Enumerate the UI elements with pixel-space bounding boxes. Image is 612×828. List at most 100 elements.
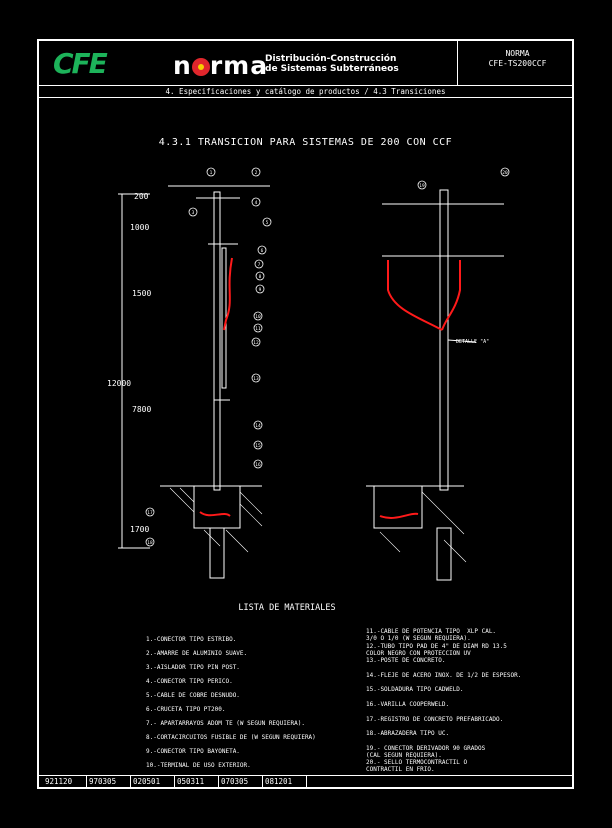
callout-number: 4 [255,200,258,206]
subheader-divider [39,97,572,98]
callout-bubble [145,537,155,547]
right-red-cable-b [441,260,461,331]
callout-number: 2 [255,170,258,176]
callout-bubble [188,207,198,217]
callout-bubble [253,440,263,450]
revision-divider [306,775,307,789]
callout-bubble [253,459,263,469]
revision-divider [174,775,175,789]
callout-number: 13 [253,376,259,382]
callout-number: 8 [259,274,262,280]
dimension-label: 1500 [132,289,151,298]
left-pole [213,191,221,491]
callout-bubble [255,271,265,281]
callout-number: 5 [266,220,269,226]
revision-date: 020501 [133,777,161,786]
callout-number: 9 [259,287,262,293]
revision-divider [262,775,263,789]
material-item: 11.-CABLE DE POTENCIA TIPO XLP CAL. 3/0 … [366,628,497,642]
dimension-label: 12000 [107,379,131,388]
norma-logo-mark [191,58,210,76]
callout-bubble [262,217,272,227]
callout-number: 10 [255,314,261,320]
breadcrumb: 4. Especificaciones y catálogo de produc… [165,87,446,96]
revision-divider [86,775,87,789]
revision-date: 921120 [45,777,73,786]
vault-red-cable-2 [379,512,419,519]
header-divider [39,85,572,86]
material-item: 3.-AISLADOR TIPO PIN POST. [146,664,240,671]
callout-bubble [254,259,264,269]
drawing-title: 4.3.1 TRANSICION PARA SISTEMAS DE 200 CO… [158,137,453,148]
callout-number: 19 [419,183,425,189]
detail-leader [447,339,477,343]
dimension-label: 1700 [130,525,149,534]
revision-date: 050311 [177,777,205,786]
material-item: 13.-POSTE DE CONCRETO. [366,657,446,665]
material-item: 15.-SOLDADURA TIPO CADWELD. [366,686,464,694]
drawing-frame: CFE nnormarma Distribución-Construcción … [37,39,574,789]
callout-number: 11 [255,326,261,332]
callout-bubble [255,284,265,294]
left-vault [193,485,241,529]
dimension-label: 1000 [130,223,149,232]
material-item: 18.-ABRAZADERA TIPO UC. [366,730,450,738]
revision-divider [218,775,219,789]
norma-code: CFE-TS200CCF [488,59,547,68]
material-item: 17.-REGISTRO DE CONCRETO PREFABRICADO. [366,715,504,723]
callout-number: 18 [147,540,153,546]
material-item: 1.-CONECTOR TIPO ESTRIBO. [146,636,237,643]
callout-bubble [257,245,267,255]
material-item: 16.-VARILLA COOPERWELD. [366,701,450,708]
material-item: 14.-FLEJE DE ACERO INOX. DE 1/2 DE ESPES… [366,671,522,679]
left-pipe [221,247,227,389]
material-item: 4.-CONECTOR TIPO PERICO. [146,678,233,685]
callout-bubble [251,373,261,383]
callout-bubble [500,167,510,177]
right-red-cable-a [387,260,443,331]
tagline-line-1: Distribución-Construcción [265,54,397,64]
norma-logo: nnormarma [173,51,269,80]
callout-number: 17 [147,510,153,516]
material-item: 7.- APARTARRAYOS ADOM TE (W SEGUN REQUIE… [146,720,305,727]
material-item: 5.-CABLE DE COBRE DESNUDO. [146,692,240,699]
earth-hatch [169,487,263,553]
callout-number: 14 [255,423,261,429]
tagline-line-2: de Sistemas Subterráneos [265,64,399,74]
material-item: 20.- SELLO TERMOCONTRACTIL O CONTRACTIL … [366,759,468,774]
norma-code-block: NORMA CFE-TS200CCF [459,49,576,69]
callout-number: 3 [192,210,195,216]
detail-label: DETALLE "A" [456,339,489,345]
dimension-label: 200 [134,192,149,201]
callout-number: 7 [258,262,261,268]
norma-tagline: Distribución-Construcción de Sistemas Su… [265,54,399,74]
callout-bubble [251,197,261,207]
header-vdivider [457,41,458,85]
callout-number: 20 [502,170,508,176]
callout-bubble [145,507,155,517]
right-foundation [436,527,452,581]
callout-number: 15 [255,443,261,449]
vault-red-cable [199,511,231,517]
norma-label: NORMA [505,49,530,58]
material-item: 10.-TERMINAL DE USO EXTERIOR. [146,762,251,769]
callout-bubble [253,323,263,333]
callout-bubble [206,167,216,177]
material-item: 12.-TUBO TIPO PAD DE 4" DE DIAM RD 13.5 … [366,642,507,657]
earth-hatch-2 [379,491,467,563]
material-item: 8.-CORTACIRCUITOS FUSIBLE DE (W SEGUN RE… [146,734,316,741]
callout-bubble [253,311,263,321]
callout-bubble [251,337,261,347]
left-red-cable [223,257,233,331]
callout-bubble [253,420,263,430]
cfe-logo: CFE [53,47,108,80]
revision-date: 970305 [89,777,117,786]
callout-bubble [417,180,427,190]
left-foundation [209,527,225,579]
callout-bubble [251,167,261,177]
material-item: 2.-AMARRE DE ALUMINIO SUAVE. [146,650,248,657]
revision-date: 081201 [265,777,293,786]
right-pole [439,189,449,491]
callout-number: 1 [210,170,213,176]
